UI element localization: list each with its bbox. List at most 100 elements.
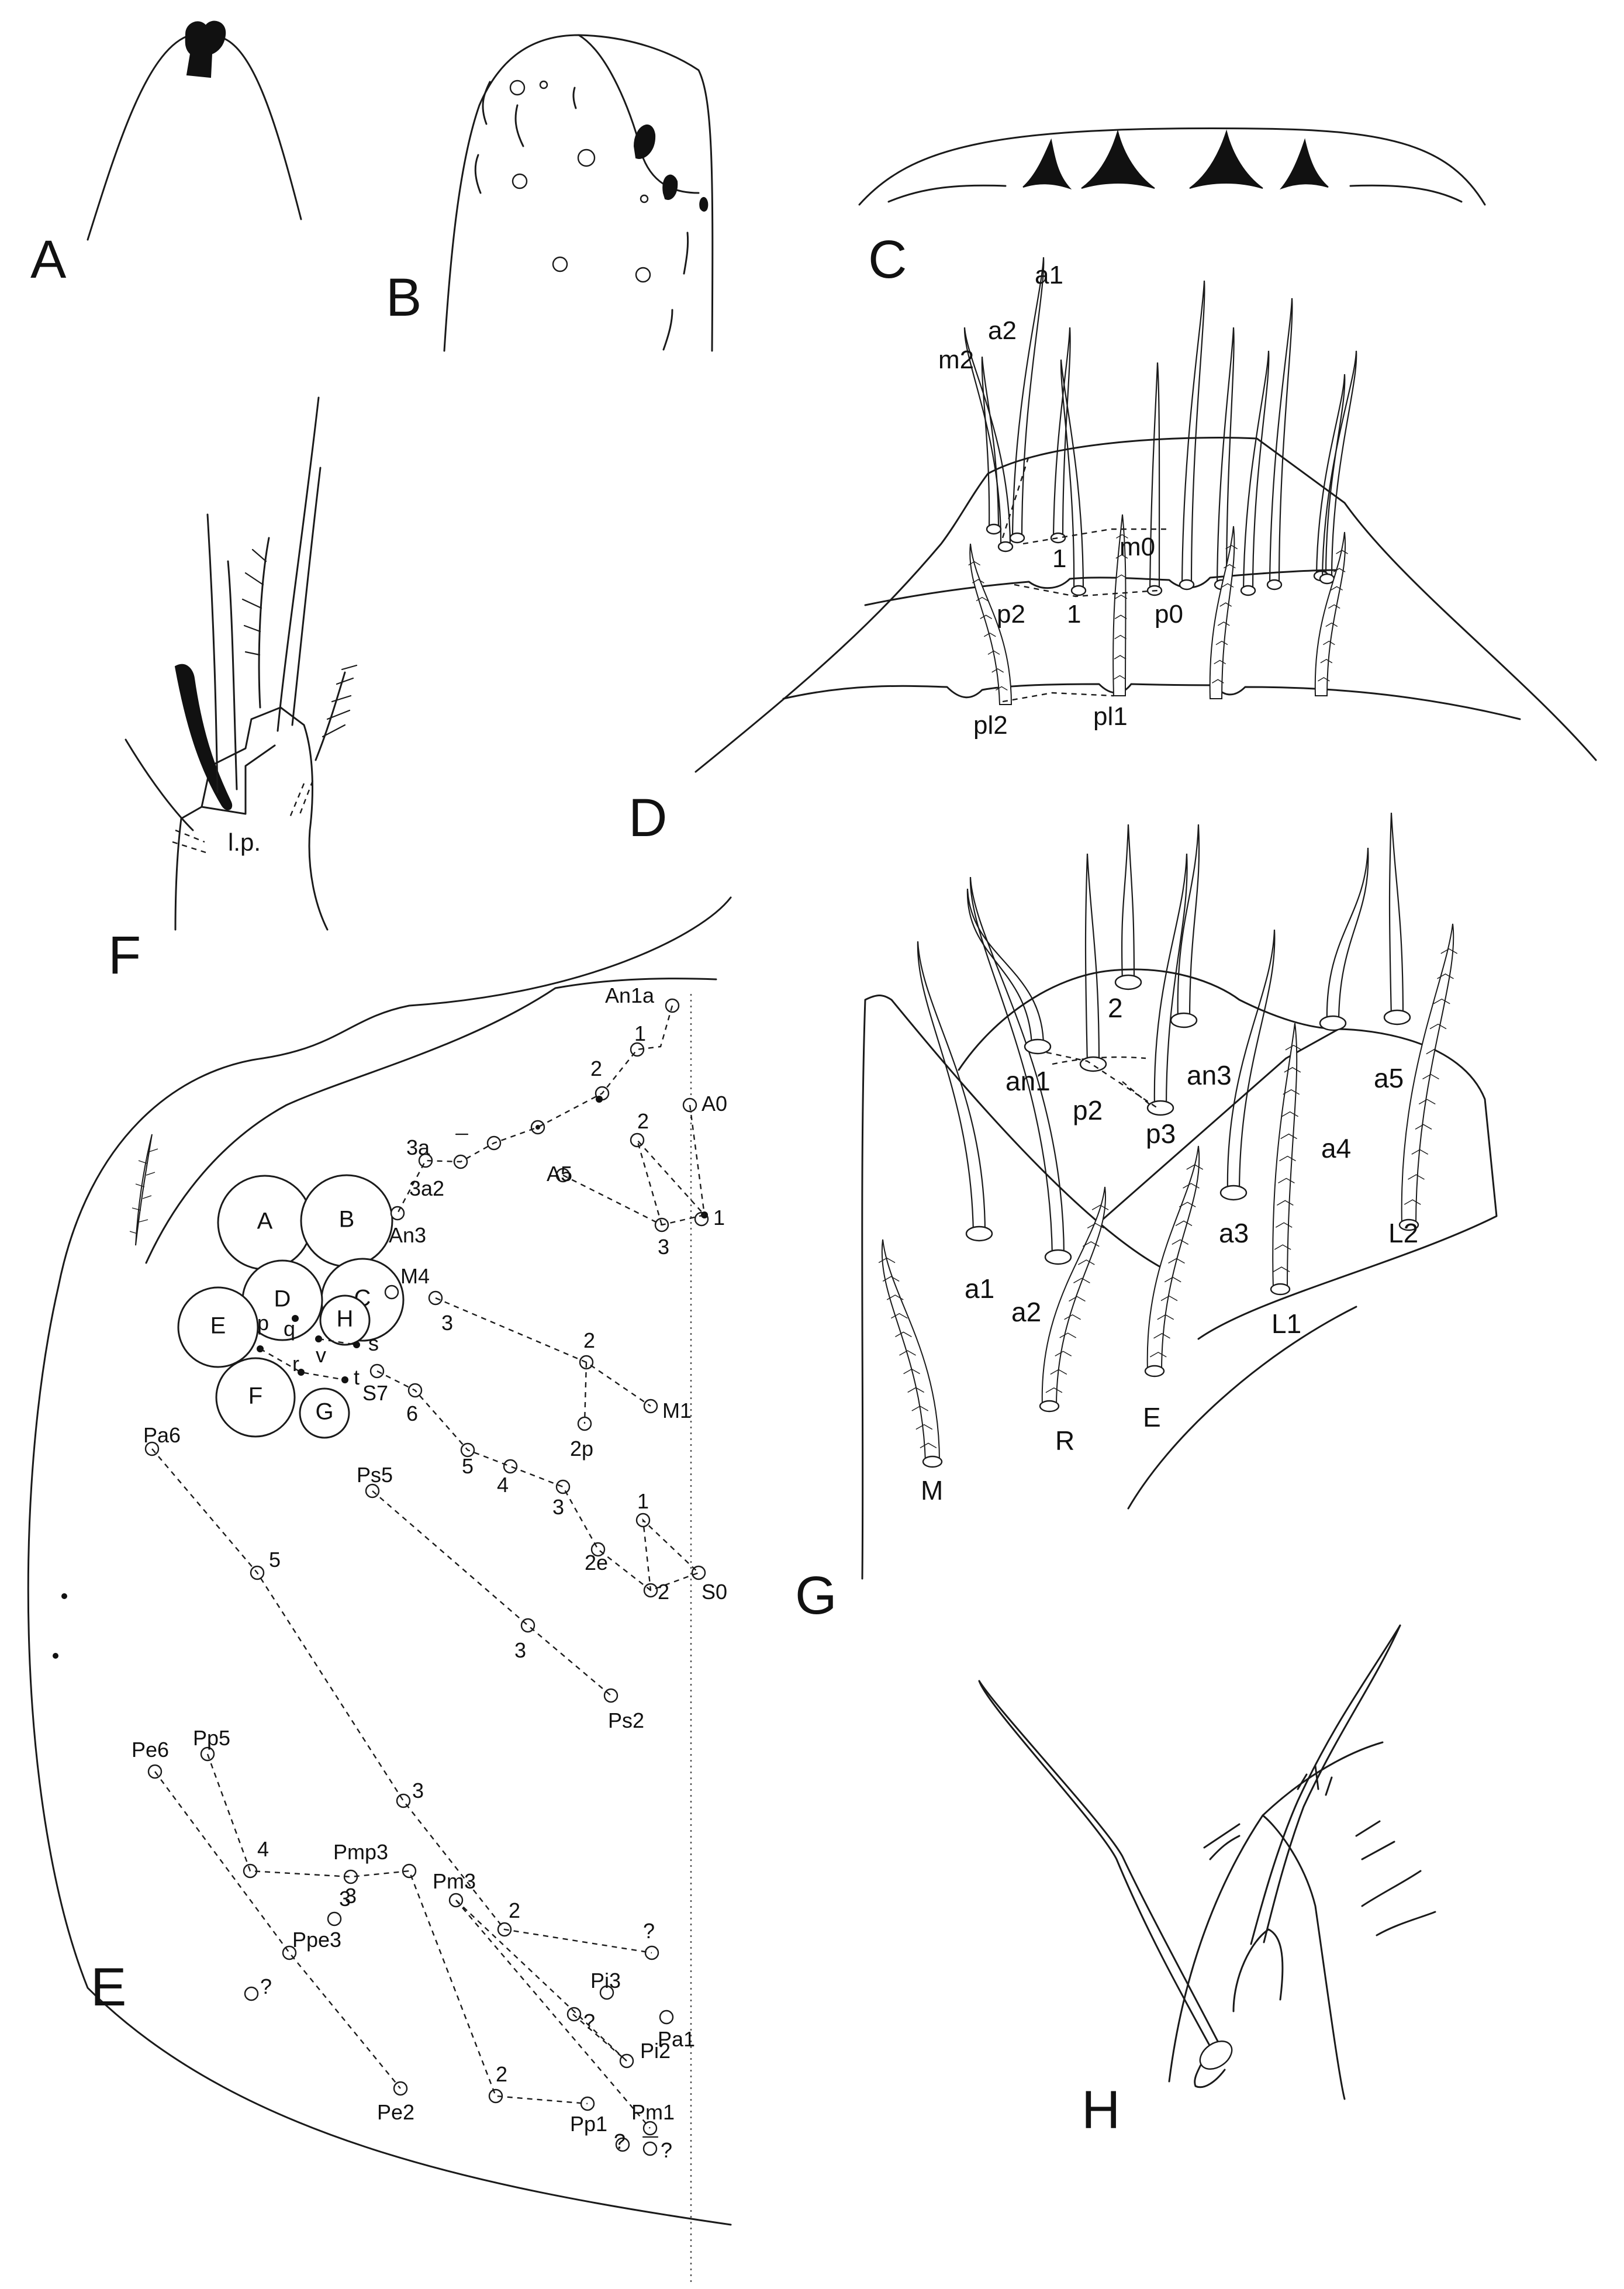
- panel-d-smooth-chaeta: [1052, 327, 1071, 539]
- panel-e-chaeta-socket: [615, 2137, 630, 2152]
- panel-e-chaeta-label: An1a: [605, 983, 655, 1007]
- panel-e-chaeta-label: Pp5: [193, 1726, 230, 1750]
- panel-d-socket: [1179, 579, 1195, 591]
- panel-e-chaeta-label: ?: [643, 1919, 655, 1943]
- panel-a-drawing: A: [30, 20, 302, 289]
- panel-d-chaeta-label: pl1: [1093, 702, 1128, 731]
- panel-e-chaeta-label: 5: [462, 1454, 474, 1478]
- panel-d-socket: [1070, 585, 1087, 596]
- panel-d-chaeta-label: 1: [1052, 544, 1066, 573]
- panel-h-letter: H: [1081, 2080, 1120, 2140]
- panel-g-chaeta-label: L2: [1388, 1218, 1418, 1248]
- panel-g-chaeta-label: an1: [1006, 1066, 1051, 1096]
- panel-d-chaeta-label: m2: [938, 346, 974, 374]
- panel-d-chaeta-label: a2: [988, 316, 1017, 345]
- panel-e-chaeta-label: ?: [260, 1974, 272, 1998]
- panel-e-chaeta-socket: [599, 1985, 614, 2000]
- panel-e-chaeta-label: 4: [257, 1837, 269, 1861]
- panel-g-plumose-chaeta: [1146, 1145, 1200, 1372]
- panel-e-eye-label: E: [210, 1313, 226, 1339]
- panel-e-interocular-label: q: [284, 1317, 295, 1341]
- panel-e-chaeta-socket: [603, 1688, 618, 1703]
- panel-e-chaeta-label: S7: [362, 1381, 388, 1405]
- panel-e-chaeta-label: 2p: [570, 1437, 593, 1461]
- panel-d-plumose-chaeta: [969, 543, 1013, 705]
- panel-a-dark-sensillum: [185, 20, 226, 78]
- panel-d-smooth-chaeta: [1011, 257, 1045, 539]
- panel-d-smooth-chaeta: [1321, 350, 1357, 580]
- panel-e-chaeta-label: Pp1: [570, 2112, 607, 2136]
- panel-c-drawing: C: [858, 127, 1486, 289]
- panel-g-smooth-chaeta: [966, 888, 1045, 1048]
- panel-e-interocular-label: v: [316, 1343, 326, 1367]
- panel-e-chaeta-label: Pm1: [631, 2100, 675, 2124]
- panel-e-eye-label: B: [339, 1207, 355, 1232]
- panel-d-plumose-chaeta: [1209, 526, 1235, 699]
- panel-e-chaeta-label: 2: [590, 1057, 602, 1080]
- panel-e-chaeta-label: 3: [441, 1311, 453, 1335]
- panel-g-smooth-chaeta: [1326, 847, 1369, 1024]
- panel-e-chaeta-label: M1: [662, 1399, 692, 1423]
- panel-f-drawing: l.p. F: [108, 396, 358, 985]
- panel-e-chaeta-socket: [396, 1793, 411, 1808]
- panel-g-chaeta-label: a5: [1374, 1063, 1404, 1093]
- panel-g-smooth-chaeta: [1121, 824, 1135, 983]
- panel-d-socket: [1319, 573, 1335, 585]
- panel-e-chaeta-label: 6: [406, 1401, 418, 1425]
- panel-e-eye-f: [215, 1357, 296, 1438]
- panel-e-chaeta-socket: [659, 2010, 674, 2025]
- panel-d-smooth-chaeta: [963, 327, 1011, 548]
- panel-d-smooth-chaeta: [1269, 298, 1293, 586]
- panel-b-drawing: B: [386, 34, 714, 352]
- panel-g-plumose-chaeta: [1272, 1023, 1298, 1290]
- panel-e-chaeta-label: 3: [412, 1779, 424, 1803]
- panel-e-chaeta-label: S0: [702, 1580, 727, 1604]
- panel-e-chaeta-label: ?: [583, 2010, 595, 2033]
- panel-e-chaeta-label: Pi3: [590, 1969, 621, 1993]
- panel-e-letter: E: [91, 1957, 126, 2017]
- panel-g-smooth-chaeta: [917, 941, 986, 1235]
- panel-g-chaeta-label: a3: [1219, 1218, 1249, 1248]
- panel-g-chaeta-label: R: [1055, 1425, 1074, 1456]
- panel-e-chaeta-label: 2: [583, 1328, 595, 1352]
- panel-e-chaeta-label: 3a: [406, 1135, 430, 1159]
- panel-e-eye-label: G: [315, 1399, 333, 1425]
- panel-e-chaeta-label: 4: [497, 1473, 509, 1497]
- panel-a-letter: A: [30, 230, 67, 289]
- panel-e-eye-label: F: [248, 1383, 262, 1409]
- panel-g-plumose-chaeta: [1041, 1186, 1107, 1407]
- panel-e-chaeta-label: 3: [552, 1495, 564, 1519]
- panel-e-chaeta-socket: [566, 2007, 582, 2022]
- panel-e-chaeta-socket: [642, 2141, 658, 2156]
- panel-e-chaeta-label: 2: [658, 1580, 669, 1604]
- panel-e-chaeta-socket: [402, 1863, 417, 1879]
- panel-g-chaeta-label: p2: [1073, 1095, 1103, 1125]
- panel-d-socket: [997, 541, 1014, 553]
- panel-g-drawing: [861, 968, 1498, 1580]
- panel-e-interocular-label: t: [354, 1365, 360, 1389]
- panel-g-chaeta-label: E: [1143, 1402, 1161, 1432]
- panel-d-chaeta-label: 1: [1067, 600, 1081, 629]
- panel-f-process-label: l.p.: [228, 828, 261, 856]
- panel-d-drawing: [694, 437, 1597, 773]
- panel-g-smooth-chaeta: [1084, 853, 1100, 1065]
- panel-e-eye-label: H: [337, 1306, 354, 1332]
- panel-e-eye-g: [299, 1387, 350, 1439]
- panel-d-plumose-chaeta: [1112, 514, 1127, 696]
- panel-e-eye-label: D: [274, 1286, 291, 1312]
- panel-e-chaeta-label: Pmp3: [333, 1840, 388, 1864]
- panel-e-chaeta-label: 2: [496, 2062, 507, 2086]
- panel-d-chaeta-label: a1: [1035, 261, 1063, 289]
- panel-g-chaeta-label: p3: [1146, 1118, 1176, 1149]
- panel-e-chaeta-label: A0: [702, 1092, 727, 1116]
- panel-d-chaeta-label: p2: [997, 600, 1025, 629]
- panel-b-letter: B: [386, 268, 421, 327]
- panel-g-chaeta-label: M: [921, 1475, 943, 1506]
- panel-e-chaeta-socket: [384, 1285, 399, 1300]
- panel-e-chaeta-label: 3: [339, 1887, 351, 1911]
- panel-e-interocular-label: p: [257, 1311, 269, 1335]
- panel-e-chaeta-label: 2: [509, 1898, 520, 1922]
